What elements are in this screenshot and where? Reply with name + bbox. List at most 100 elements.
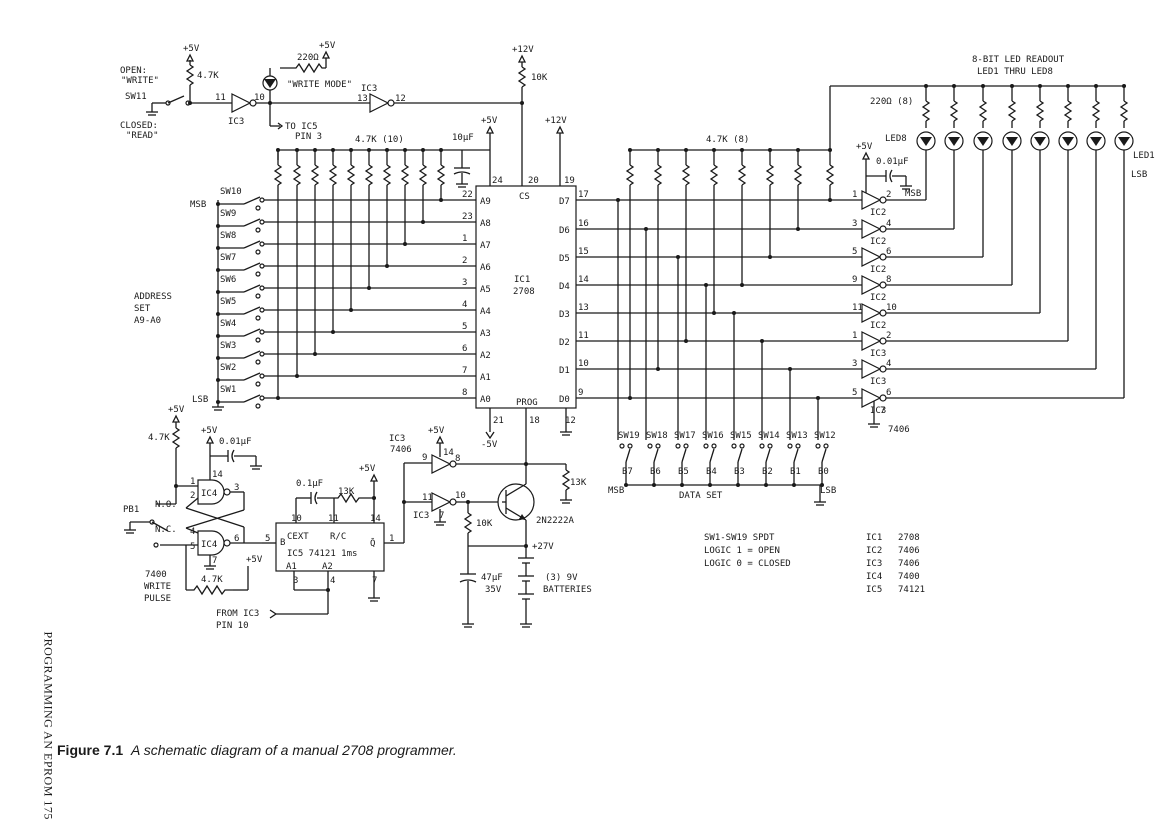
switch-lever [681,448,687,463]
batt-label: (3) 9V [545,573,578,583]
ic1-address-pin-label: A8 [480,219,491,229]
address-switch-row: SW3 [216,190,476,365]
data-bit-label: B2 [762,467,773,477]
address-switch-label: SW3 [220,341,236,351]
led-readout-section: 8-BIT LED READOUT LED1 THRU LED8 220Ω (8… [830,55,1155,435]
gate-output-pin: 10 [886,303,897,313]
gate-input-pin: 11 [852,303,863,313]
led1-label: LED1 [1133,151,1155,161]
data-switch-label: SW15 [730,431,752,441]
p5v-label-ic3: +5V [428,426,445,436]
p12v-label-1: +12V [512,45,534,55]
ic3-pin-9: 9 [422,453,427,463]
ic1-address-pin-label: A4 [480,307,491,317]
ic1-data-pin-number: 11 [578,331,589,341]
data-bit-label: B0 [818,467,829,477]
figure-text: A schematic diagram of a manual 2708 pro… [131,742,457,758]
inverter-gate [861,303,882,323]
data-pullup-resistor [653,164,663,186]
page-side-text: PROGRAMMING AN EPROM 175 [41,631,56,820]
data-pullup-resistor [709,164,719,186]
ic4-pin-2: 2 [190,491,195,501]
address-switch-row: SW1 [216,190,476,409]
r220-8-label: 220Ω (8) [870,97,913,107]
ic1-pin-24: 24 [492,176,503,186]
ic1-data-pin-number: 17 [578,190,589,200]
c01-label: 0.1µF [296,479,323,489]
notes-line-3: LOGIC 0 = CLOSED [704,559,791,569]
inverter-gate [861,388,882,408]
ic5-qbar-pin: Q̄ [370,537,375,549]
r13k-out-label: 13K [570,478,587,488]
r47k8-label: 4.7K (8) [706,135,749,145]
inverter-gate [861,219,882,239]
address-switch-label: SW8 [220,231,236,241]
data-set-label: DATA SET [679,491,723,501]
ic1-address-pin-label: A0 [480,395,491,405]
ic1-pin-20: 20 [528,176,539,186]
sw11-label: SW11 [125,92,147,102]
r47k-pulse-label: 4.7K [148,433,170,443]
r47k10-label: 4.7K (10) [355,135,404,145]
write-label: WRITE [144,582,171,592]
ic1-data-pin-label: D4 [559,282,570,292]
switch-lever [709,448,715,463]
ic-table-ref: IC1 [866,533,882,543]
pb1-no-label: N.O. [155,500,177,510]
data-pullup-resistor [737,164,747,186]
ic5-pin-7: 7 [372,576,377,586]
ic5-pin-1: 1 [389,534,394,544]
address-switch-label: SW10 [220,187,242,197]
inverter-gate [861,331,882,351]
notes-line-2: LOGIC 1 = OPEN [704,546,780,556]
ic1-data-pin-label: D5 [559,254,570,264]
c001-pulse-label: 0.01µF [219,437,252,447]
p5v-label-2: +5V [319,41,336,51]
gate-output-pin: 4 [886,359,891,369]
gate-input-pin: 1 [852,190,857,200]
ic1-data-pin-number: 16 [578,219,589,229]
gate-ic-label: IC2 [870,265,886,275]
address-msb-label: MSB [190,200,206,210]
address-switch-label: SW6 [220,275,236,285]
ic5-pin-5: 5 [265,534,270,544]
p5v-label-led: +5V [856,142,873,152]
gate-output-pin: 2 [886,190,891,200]
ic1-address-pin-number: 3 [462,278,467,288]
data-switch-label: SW19 [618,431,640,441]
data-pullup-resistor [625,164,635,186]
from-pin-label: PIN 10 [216,621,249,631]
transistor-label: 2N2222A [536,516,575,526]
address-switch-row: SW2 [216,190,476,387]
ic1-address-pin-label: A6 [480,263,491,273]
data-switch-label: SW16 [702,431,724,441]
address-pullup-resistor [273,164,283,186]
ic1-address-pin-number: 4 [462,300,467,310]
ic3-pin-8: 8 [455,454,460,464]
write-pulse-section: +5V 4.7K +5V 0.01µF IC4 1 2 14 3 IC4 4 5… [123,405,592,631]
ic1-address-pin-number: 2 [462,256,467,266]
write-mode-section: OPEN: "WRITE" SW11 CLOSED: "READ" +5V 4.… [120,41,548,186]
ic1-address-pin-number: 6 [462,344,467,354]
p5v-label-ic4: +5V [201,426,218,436]
led-series-resistor [1063,100,1073,122]
gate-ic-label: IC2 [870,293,886,303]
led-series-resistor [1119,100,1129,122]
ic1-data-pin-label: D0 [559,395,570,405]
gate-input-pin: 1 [852,331,857,341]
ic1-eprom: IC1 2708 CS PROG 24 20 19 +12V 21 18 12 … [475,116,577,466]
led-title-1: 8-BIT LED READOUT [972,55,1065,65]
ic4-pin-14: 14 [212,470,223,480]
switch-lever [243,394,261,403]
data-bit-label: B1 [790,467,801,477]
ic1-pin-19: 19 [564,176,575,186]
p27v-label: +27V [532,542,554,552]
ic3-pin-11: 11 [422,493,433,503]
batt2-label: BATTERIES [543,585,592,595]
notes-line-1: SW1-SW19 SPDT [704,533,775,543]
